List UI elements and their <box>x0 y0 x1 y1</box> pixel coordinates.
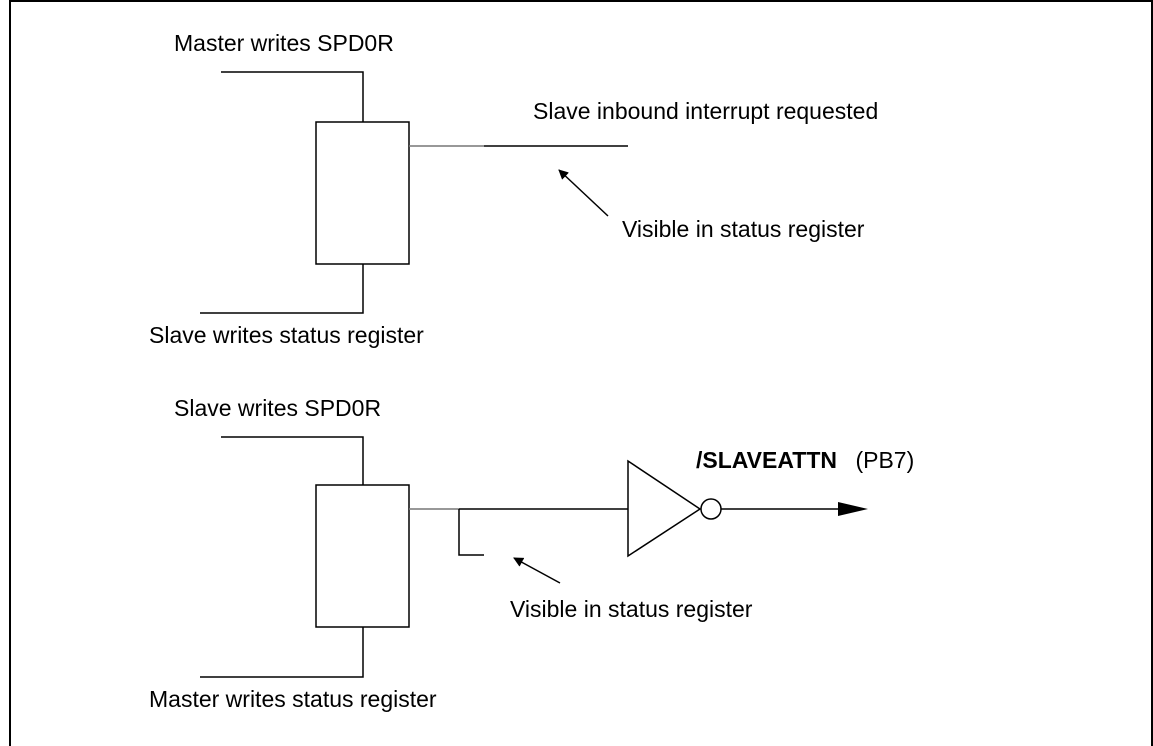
bottom-status-arrow <box>513 557 561 584</box>
inverter-bubble <box>700 498 722 520</box>
bottom-input-wire <box>221 436 364 485</box>
top-status-arrow <box>558 169 609 217</box>
top-latch-box <box>315 121 410 265</box>
signal-label: /SLAVEATTN (PB7) <box>696 447 914 473</box>
top-clear-label: Slave writes status register <box>149 322 424 348</box>
top-input-wire <box>221 71 364 122</box>
top-status-note: Visible in status register <box>622 216 865 242</box>
bottom-latch-box <box>315 484 410 628</box>
signal-pin: (PB7) <box>855 447 914 473</box>
signal-name: /SLAVEATTN <box>696 447 837 473</box>
diagram-frame <box>9 0 1153 746</box>
top-input-label: Master writes SPD0R <box>174 30 394 56</box>
top-diagram: Master writes SPD0R Slave inbound interr… <box>149 30 878 348</box>
top-clear-wire <box>200 264 364 314</box>
bottom-clear-label: Master writes status register <box>149 686 437 712</box>
top-output-label: Slave inbound interrupt requested <box>533 98 878 124</box>
signal-output-arrowhead <box>838 502 868 516</box>
bottom-status-tap <box>458 509 484 556</box>
bottom-input-label: Slave writes SPD0R <box>174 395 381 421</box>
inverter-triangle <box>627 459 702 558</box>
bottom-diagram: Slave writes SPD0R /SLAVEATTN (PB7) Visi… <box>149 395 914 712</box>
bottom-clear-wire <box>200 627 364 678</box>
bottom-status-note: Visible in status register <box>510 596 753 622</box>
